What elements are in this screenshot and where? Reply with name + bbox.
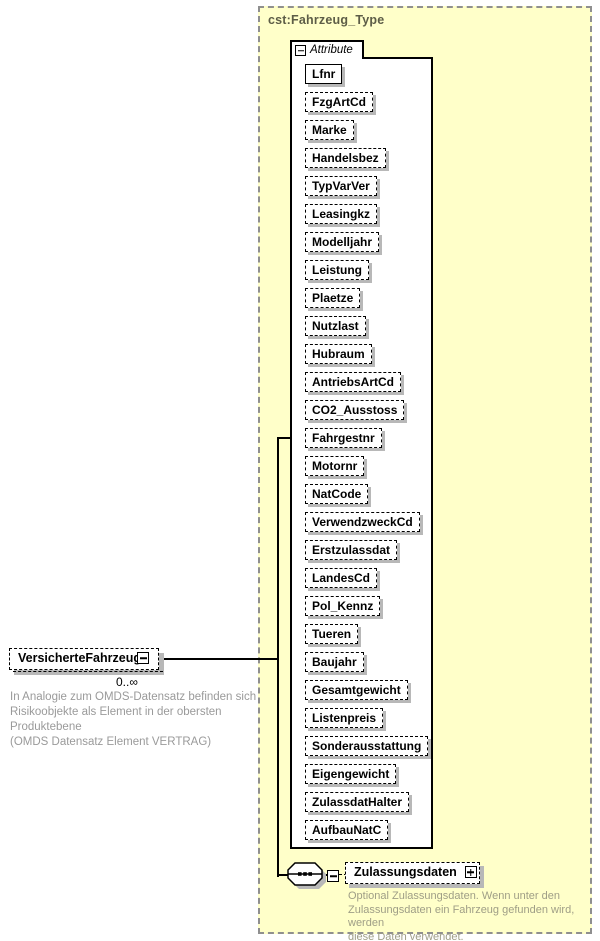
attribute-row: VerwendzweckCd bbox=[305, 512, 428, 540]
annotation-line: diese Daten verwendet. bbox=[348, 930, 464, 941]
annotation-line: Optional Zulassungsdaten. Wenn unter den bbox=[348, 890, 560, 902]
attribute-box[interactable]: Handelsbez bbox=[305, 148, 386, 168]
attribute-row: Fahrgestnr bbox=[305, 428, 428, 456]
attribute-box[interactable]: Motornr bbox=[305, 456, 365, 476]
attribute-box[interactable]: TypVarVer bbox=[305, 176, 377, 196]
attribute-row: Lfnr bbox=[305, 64, 428, 92]
attribute-box[interactable]: Pol_Kennz bbox=[305, 596, 381, 616]
annotation-versichertefahrzeuge: In Analogie zum OMDS-Datensatz befinden … bbox=[10, 690, 295, 750]
attribute-row: Sonderausstattung bbox=[305, 736, 429, 764]
attribute-row: Listenpreis bbox=[305, 708, 428, 736]
attributes-tab[interactable]: Attribute bbox=[290, 40, 364, 59]
attribute-row: Tueren bbox=[305, 624, 428, 652]
attribute-box[interactable]: Baujahr bbox=[305, 652, 364, 672]
attribute-box[interactable]: Gesamtgewicht bbox=[305, 680, 408, 700]
connector-spine bbox=[277, 437, 279, 877]
attribute-row: Motornr bbox=[305, 456, 428, 484]
attribute-row: Eigengewicht bbox=[305, 764, 428, 792]
attribute-row: ZulassdatHalter bbox=[305, 792, 428, 820]
attribute-row: Erstzulassdat bbox=[305, 540, 428, 568]
connector-root-line bbox=[150, 658, 279, 660]
connector-optional-stub bbox=[339, 874, 347, 875]
multiplicity-label: 0..∞ bbox=[116, 675, 138, 689]
annotation-line: Zulassungsdaten ein Fahrzeug gefunden wi… bbox=[348, 903, 575, 930]
attribute-row: AufbauNatC bbox=[305, 820, 428, 848]
attributes-tab-label: Attribute bbox=[310, 44, 353, 56]
attribute-row: Gesamtgewicht bbox=[305, 680, 428, 708]
expand-icon[interactable] bbox=[464, 866, 477, 878]
attribute-row: AntriebsArtCd bbox=[305, 372, 428, 400]
attribute-box[interactable]: Erstzulassdat bbox=[305, 540, 398, 560]
attribute-row: Nutzlast bbox=[305, 316, 428, 344]
attribute-box[interactable]: Fahrgestnr bbox=[305, 428, 382, 448]
attribute-box[interactable]: Nutzlast bbox=[305, 316, 366, 336]
attribute-box[interactable]: Modelljahr bbox=[305, 232, 380, 252]
annotation-zulassungsdaten: Optional Zulassungsdaten. Wenn unter den… bbox=[348, 890, 580, 941]
attribute-box[interactable]: Eigengewicht bbox=[305, 764, 397, 784]
attribute-box[interactable]: Marke bbox=[305, 120, 354, 140]
connector-attr-tick bbox=[277, 437, 291, 439]
collapse-icon[interactable] bbox=[137, 652, 149, 664]
element-label: VersicherteFahrzeuge bbox=[18, 651, 148, 665]
annotation-line: In Analogie zum OMDS-Datensatz befinden … bbox=[10, 691, 275, 703]
attribute-box[interactable]: FzgArtCd bbox=[305, 92, 373, 112]
attribute-row: Plaetze bbox=[305, 288, 428, 316]
attribute-box[interactable]: Plaetze bbox=[305, 288, 361, 308]
attribute-box[interactable]: Leasingkz bbox=[305, 204, 378, 224]
attribute-row: Handelsbez bbox=[305, 148, 428, 176]
sequence-icon[interactable] bbox=[287, 862, 329, 897]
attribute-row: Hubraum bbox=[305, 344, 428, 372]
attribute-row: TypVarVer bbox=[305, 176, 428, 204]
complex-type-title: cst:Fahrzeug_Type bbox=[268, 13, 385, 27]
attribute-row: Baujahr bbox=[305, 652, 428, 680]
attribute-row: Modelljahr bbox=[305, 232, 428, 260]
element-label: Zulassungsdaten bbox=[354, 865, 457, 879]
attribute-row: FzgArtCd bbox=[305, 92, 428, 120]
attribute-box[interactable]: Leistung bbox=[305, 260, 369, 280]
attribute-box[interactable]: NatCode bbox=[305, 484, 369, 504]
attribute-box[interactable]: CO2_Ausstoss bbox=[305, 400, 405, 420]
collapse-icon[interactable] bbox=[327, 870, 339, 882]
attribute-box[interactable]: Hubraum bbox=[305, 344, 372, 364]
attribute-box[interactable]: LandesCd bbox=[305, 568, 378, 588]
attribute-row: NatCode bbox=[305, 484, 428, 512]
attribute-box[interactable]: Tueren bbox=[305, 624, 359, 644]
attribute-box[interactable]: AntriebsArtCd bbox=[305, 372, 402, 392]
annotation-line: (OMDS Datensatz Element VERTRAG) bbox=[10, 736, 212, 748]
attribute-row: Marke bbox=[305, 120, 428, 148]
attribute-box[interactable]: Listenpreis bbox=[305, 708, 384, 728]
collapse-icon[interactable] bbox=[295, 45, 306, 56]
attributes-container: Lfnr FzgArtCd Marke Handelsbez TypVarVer… bbox=[290, 57, 433, 849]
attribute-box[interactable]: Lfnr bbox=[305, 64, 343, 84]
attribute-row: Leistung bbox=[305, 260, 428, 288]
attribute-row: Leasingkz bbox=[305, 204, 428, 232]
attribute-list: Lfnr FzgArtCd Marke Handelsbez TypVarVer… bbox=[305, 64, 429, 848]
attribute-box[interactable]: VerwendzweckCd bbox=[305, 512, 420, 532]
annotation-line: Risikoobjekte als Element in der oberste… bbox=[10, 706, 222, 733]
attribute-box[interactable]: Sonderausstattung bbox=[305, 736, 429, 756]
element-zulassungsdaten[interactable]: Zulassungsdaten bbox=[345, 862, 480, 884]
element-versichertefahrzeuge[interactable]: VersicherteFahrzeuge bbox=[9, 648, 163, 672]
attribute-row: LandesCd bbox=[305, 568, 428, 596]
attribute-box[interactable]: ZulassdatHalter bbox=[305, 792, 410, 812]
attribute-box[interactable]: AufbauNatC bbox=[305, 820, 389, 840]
attribute-row: CO2_Ausstoss bbox=[305, 400, 428, 428]
attribute-row: Pol_Kennz bbox=[305, 596, 428, 624]
